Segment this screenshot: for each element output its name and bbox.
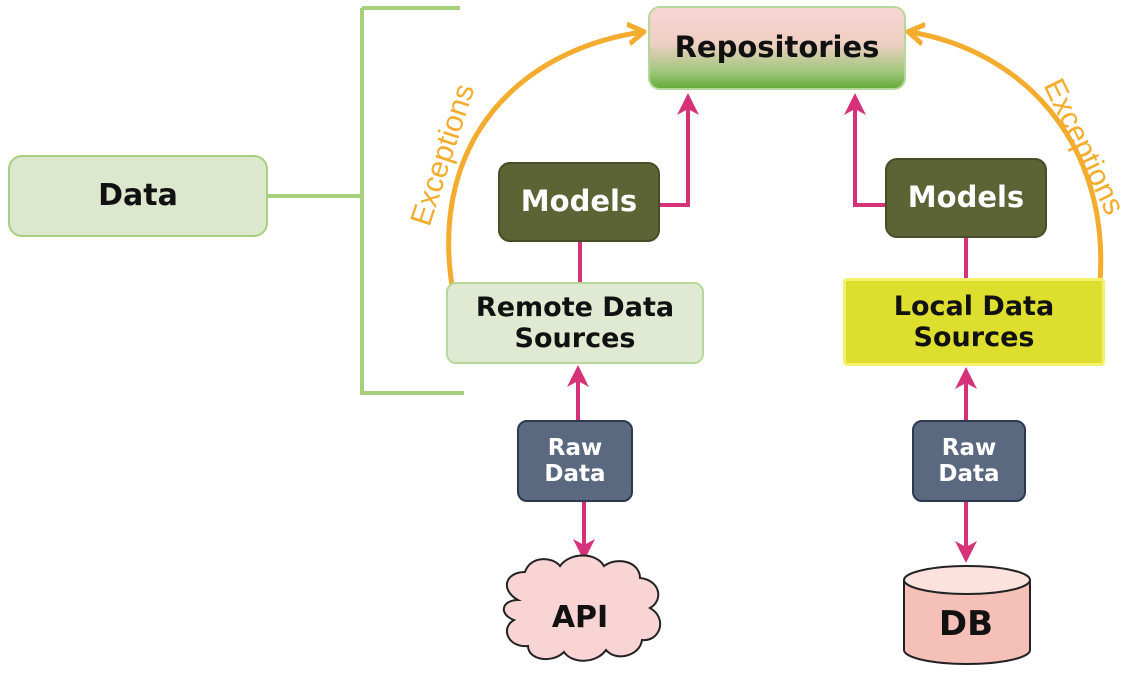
repositories-label: Repositories xyxy=(674,30,880,65)
models-box-left: Models xyxy=(498,162,660,242)
repositories-box: Repositories xyxy=(648,6,906,90)
data-layer-box: Data xyxy=(8,155,268,237)
models-left-label: Models xyxy=(520,184,638,219)
remote-sources-line2: Sources xyxy=(514,323,636,354)
local-data-sources-box: Local Data Sources xyxy=(843,278,1105,366)
db-label: DB xyxy=(938,604,994,644)
raw-right-line1: Raw xyxy=(941,434,997,461)
data-layer-label: Data xyxy=(98,177,178,213)
api-label: API xyxy=(551,600,609,635)
raw-right-line2: Data xyxy=(938,461,1000,487)
api-cloud-shape xyxy=(503,554,661,662)
local-sources-line2: Sources xyxy=(913,322,1035,353)
remote-data-sources-box: Remote Data Sources xyxy=(446,282,704,364)
arrow-models-left-to-repo xyxy=(660,93,699,207)
db-cylinder-shape xyxy=(903,565,1031,665)
models-box-right: Models xyxy=(885,158,1047,238)
models-right-label: Models xyxy=(907,180,1025,215)
local-sources-line1: Local Data xyxy=(893,290,1055,322)
raw-data-box-left: Raw Data xyxy=(517,420,633,502)
remote-sources-line1: Remote Data xyxy=(475,291,675,323)
exception-arc-right xyxy=(910,32,1104,283)
raw-data-box-right: Raw Data xyxy=(912,420,1026,502)
raw-left-line1: Raw xyxy=(547,434,603,461)
raw-left-line2: Data xyxy=(544,461,606,487)
data-bracket xyxy=(268,6,464,395)
exception-arc-left xyxy=(446,32,642,287)
arrow-models-right-to-repo xyxy=(844,93,885,207)
